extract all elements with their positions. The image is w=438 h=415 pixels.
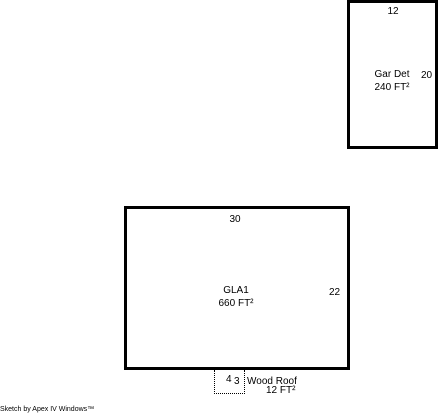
wood-roof-name-label: Wood Roof [247,376,297,387]
wood-roof-outline [214,370,245,394]
gla1-area-label: 660 FT² [218,298,254,309]
garage-name-label: Gar Det [374,69,410,80]
gla1-depth-dimension: 22 [329,287,341,298]
wood-roof-depth-dimension: 3 [234,376,240,387]
gla1-width-dimension: 30 [229,214,241,225]
gla1-outline [124,206,350,370]
wood-roof-area-label: 12 FT² [266,385,296,396]
garage-width-dimension: 12 [387,6,399,17]
garage-area-label: 240 FT² [374,82,410,93]
sketch-credit: Sketch by Apex IV Windows™ [0,406,95,413]
garage-depth-dimension: 20 [421,70,433,81]
gla1-name-label: GLA1 [223,285,249,296]
garage-detached-outline [347,0,438,149]
wood-roof-width-dimension: 4 [226,374,232,385]
